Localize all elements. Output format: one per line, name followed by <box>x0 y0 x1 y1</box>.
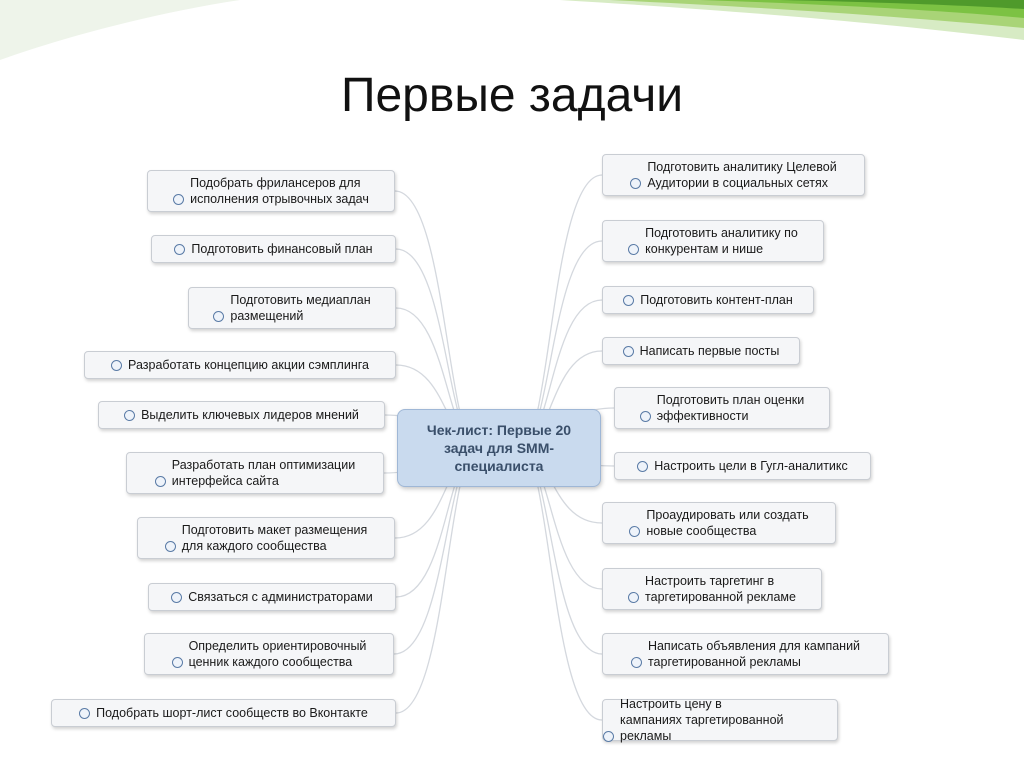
task-bullet-icon <box>124 410 135 421</box>
topic-label: Написать первые посты <box>640 343 780 359</box>
topic-label: Подобрать шорт-лист сообществ во Вконтак… <box>96 705 368 721</box>
topic-left-8[interactable]: Связаться с администраторами <box>148 583 396 611</box>
task-bullet-icon <box>628 592 639 603</box>
topic-right-3[interactable]: Подготовить контент-план <box>602 286 814 314</box>
task-bullet-icon <box>155 476 166 487</box>
task-bullet-icon <box>623 295 634 306</box>
topic-right-6[interactable]: Настроить цели в Гугл-аналитикс <box>614 452 871 480</box>
task-bullet-icon <box>165 541 176 552</box>
topic-right-4[interactable]: Написать первые посты <box>602 337 800 365</box>
task-bullet-icon <box>79 708 90 719</box>
task-bullet-icon <box>629 526 640 537</box>
topic-label: Выделить ключевых лидеров мнений <box>141 407 359 423</box>
task-bullet-icon <box>630 178 641 189</box>
topic-label: Подготовить финансовый план <box>191 241 372 257</box>
task-bullet-icon <box>173 194 184 205</box>
task-bullet-icon <box>111 360 122 371</box>
topic-left-2[interactable]: Подготовить финансовый план <box>151 235 396 263</box>
task-bullet-icon <box>631 657 642 668</box>
topic-left-4[interactable]: Разработать концепцию акции сэмплинга <box>84 351 396 379</box>
task-bullet-icon <box>637 461 648 472</box>
topic-label: Настроить цели в Гугл-аналитикс <box>654 458 848 474</box>
topic-left-5[interactable]: Выделить ключевых лидеров мнений <box>98 401 385 429</box>
task-bullet-icon <box>213 311 224 322</box>
topic-label: Подготовить контент-план <box>640 292 793 308</box>
topic-label: Связаться с администраторами <box>188 589 373 605</box>
task-bullet-icon <box>640 411 651 422</box>
central-topic[interactable]: Чек-лист: Первые 20 задач для SMM-специа… <box>397 409 601 487</box>
task-bullet-icon <box>172 657 183 668</box>
task-bullet-icon <box>623 346 634 357</box>
task-bullet-icon <box>628 244 639 255</box>
task-bullet-icon <box>174 244 185 255</box>
topic-label: Разработать концепцию акции сэмплинга <box>128 357 369 373</box>
topic-left-10[interactable]: Подобрать шорт-лист сообществ во Вконтак… <box>51 699 396 727</box>
task-bullet-icon <box>171 592 182 603</box>
task-bullet-icon <box>603 731 614 742</box>
